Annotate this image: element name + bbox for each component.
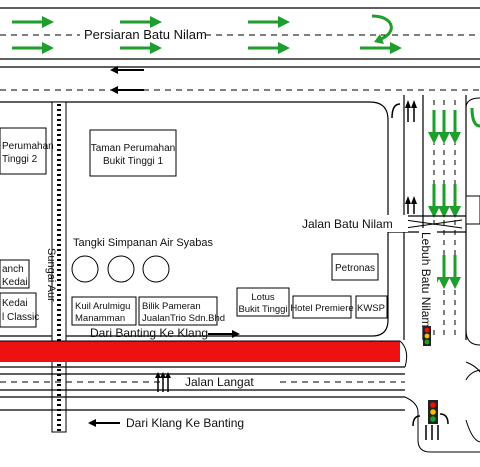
green-arrow-icon [246,40,292,56]
perumahan-2-line1: Perumahan [2,141,54,152]
left-a-line2: Kedai [2,277,28,288]
bilik-line2: JualanTrio Sdn.Bhd [142,313,225,324]
petronas-label: Petronas [335,263,375,274]
lebuh-batu-nilam-label: Lebuh Batu Nilam [419,232,433,327]
left-b-line1: Kedai [2,298,28,309]
green-arrow-icon [246,14,292,30]
persiaran-road [0,7,480,91]
northbound-arrows [391,100,417,214]
left-box-b: Kedai l Classic [0,292,39,328]
kwsp-label: KWSP [357,303,385,314]
traffic-light-icon [423,326,431,346]
green-arrow-icon [447,253,463,291]
hotel-label: Hotel Premiere [290,303,353,314]
bilik-pameran-box: Bilik Pameran JualanTrio Sdn.Bhd [138,296,225,326]
traffic-light-icon [428,400,438,424]
green-arrow-icon [436,253,452,291]
tangki-label: Tangki Simpanan Air Syabas [73,237,214,249]
eastbound-arrows [10,14,404,56]
green-arrow-icon [447,108,463,146]
petronas-box: Petronas [331,253,379,281]
green-arrow-icon [426,182,442,220]
tank-icon [71,255,99,283]
lotus-line1: Lotus [251,292,274,303]
left-b-line2: l Classic [2,312,39,323]
west-arrow-icon [88,419,120,427]
green-arrow-icon [118,40,164,56]
perumahan-2-box: Perumahan Tinggi 2 [0,127,54,175]
perumahan-2-line2: Tinggi 2 [2,154,38,165]
jalan-langat-road [0,366,405,411]
lotus-box: Lotus Bukit Tinggi [236,287,290,317]
route-red-band [0,341,400,362]
green-arrow-icon [10,40,56,56]
westbound-arrows [109,65,145,95]
left-a-line1: anch [2,264,24,275]
green-arrow-icon [436,182,452,220]
u-turn-arrow-icon [371,14,393,42]
green-arrow-icon [10,14,56,30]
green-arrow-icon [436,108,452,146]
kwsp-box: KWSP [355,295,388,319]
tank-icon [142,255,170,283]
kuil-box: Kuil Arulmigu Manamman [71,296,137,326]
southbound-arrows [426,107,480,291]
green-arrow-icon [426,108,442,146]
left-box-a: anch Kedai [0,259,30,289]
hotel-premiere-box: Hotel Premiere [290,295,354,319]
bilik-line1: Bilik Pameran [142,301,201,312]
lotus-line2: Bukit Tinggi [238,304,287,315]
crossing-arrows [155,372,171,392]
east-arrow-icon [208,330,240,338]
jalan-langat-label: Jalan Langat [185,375,254,389]
lower-junction [399,340,480,453]
kuil-line2: Manamman [75,313,125,324]
persiaran-label: Persiaran Batu Nilam [84,27,207,42]
bukit-tinggi-1-box: Taman Perumahan Bukit Tinggi 1 [89,129,177,177]
bukit-tinggi-1-line2: Bukit Tinggi 1 [103,156,163,167]
green-arrow-icon [358,40,404,56]
kuil-line1: Kuil Arulmigu [75,301,130,312]
bukit-tinggi-1-line1: Taman Perumahan [91,143,176,154]
banting-to-klang-label: Dari Banting Ke Klang [90,326,208,340]
green-arrow-icon [447,182,463,220]
water-tanks [71,255,170,283]
jalan-batu-nilam-label-bg [300,215,408,232]
tank-icon [107,255,135,283]
lebuh-label-bg [419,228,437,326]
sungai-aur-label: Sungai Aur [45,248,57,302]
jalan-batu-nilam-label: Jalan Batu Nilam [302,217,393,231]
klang-to-banting-label: Dari Klang Ke Banting [126,416,244,430]
